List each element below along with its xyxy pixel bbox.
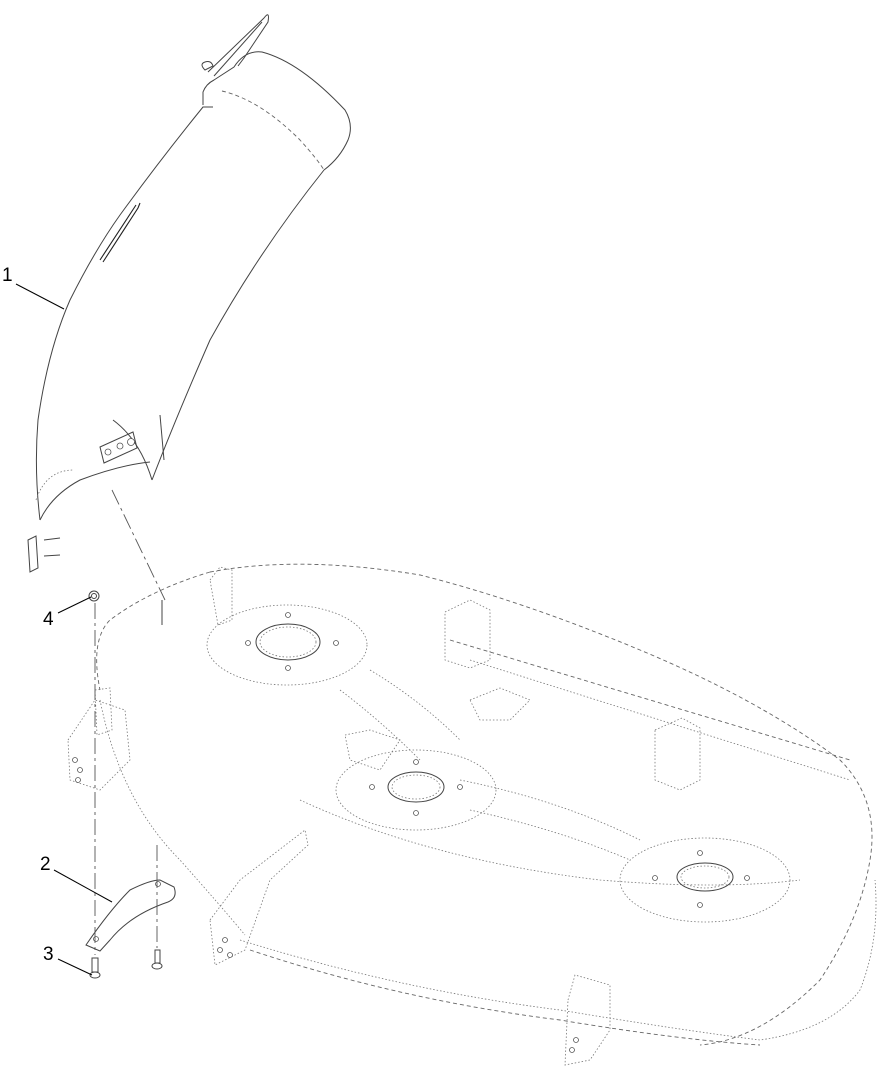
leader-1 [15, 283, 65, 310]
discharge-chute [27, 14, 351, 573]
bolts [89, 949, 163, 979]
leader-4 [57, 596, 92, 614]
leader-2 [53, 869, 113, 903]
callout-4: 4 [43, 609, 54, 630]
callout-1: 1 [2, 265, 13, 286]
nut [88, 590, 100, 602]
alignment-line [111, 489, 166, 601]
mower-deck [67, 563, 877, 1066]
deflector-plate [85, 879, 176, 952]
leader-3 [57, 958, 93, 976]
callout-3: 3 [43, 944, 54, 965]
callout-2: 2 [40, 854, 51, 875]
